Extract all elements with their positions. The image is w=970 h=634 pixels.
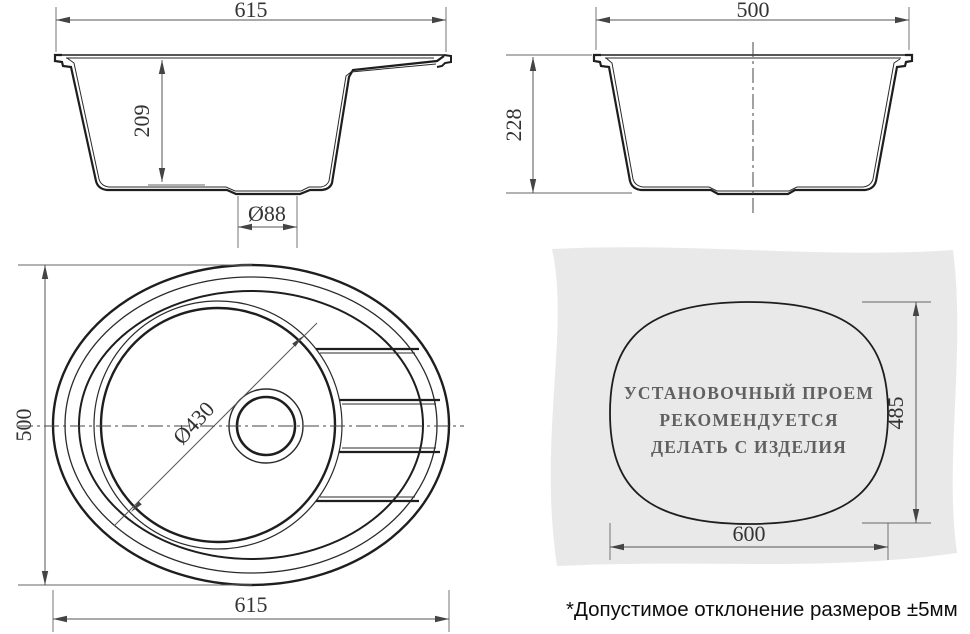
drainboard-ridge-detail-lines — [320, 352, 436, 498]
side-depth-extension-lines — [506, 54, 632, 194]
installation-cutout-view: УСТАНОВОЧНЫЙ ПРОЕМ РЕКОМЕНДУЕТСЯ ДЕЛАТЬ … — [550, 247, 958, 567]
bowl-diameter-dimension-line — [113, 322, 318, 527]
front-inner-contour — [66, 57, 437, 192]
front-outer-contour — [53, 53, 445, 196]
side-width-dimension-label: 500 — [737, 0, 770, 22]
front-drain-extension-lines — [237, 196, 298, 248]
top-inner-oval — [78, 290, 424, 560]
cutout-note-line3: ДЕЛАТЬ С ИЗДЕЛИЯ — [651, 437, 847, 457]
countertop-panel — [550, 247, 958, 567]
front-section-view: 615 209 Ø88 — [53, 0, 452, 248]
cutout-width-extension-lines — [609, 523, 889, 560]
top-middle-oval — [64, 276, 438, 574]
bowl-diameter-arrow-lower — [131, 501, 142, 512]
cutout-height-dimension-label: 485 — [883, 397, 908, 430]
cutout-height-extension-lines — [862, 301, 931, 524]
top-view: Ø430 500 615 — [11, 263, 464, 632]
tolerance-footnote: *Допустимое отклонение размеров ±5мм — [566, 598, 958, 621]
top-width-dimension-label: 615 — [235, 592, 268, 617]
top-width-extension-lines — [52, 590, 450, 632]
bowl-diameter-arrow-upper — [292, 336, 303, 347]
cutout-opening — [609, 301, 889, 525]
front-width-extension-lines — [55, 7, 447, 52]
top-height-dimension-label: 500 — [11, 409, 36, 442]
side-section-view: 500 228 — [501, 0, 914, 215]
front-depth-dimension-label: 209 — [129, 105, 154, 138]
front-right-lip — [436, 54, 452, 68]
cutout-note-line2: РЕКОМЕНДУЕТСЯ — [659, 410, 838, 430]
drainboard-ridges — [316, 347, 440, 503]
bowl-inner-circle — [99, 306, 337, 544]
cutout-note-line1: УСТАНОВОЧНЫЙ ПРОЕМ — [624, 383, 874, 403]
top-height-extension-lines — [18, 264, 252, 586]
bowl-diameter-dimension-label: Ø430 — [168, 396, 220, 449]
cutout-width-dimension-label: 600 — [733, 521, 766, 546]
bowl-outer-circle — [93, 300, 343, 550]
front-width-dimension-label: 615 — [235, 0, 268, 22]
front-drain-dimension-label: Ø88 — [248, 201, 286, 226]
side-width-extension-lines — [595, 7, 910, 50]
side-depth-dimension-label: 228 — [501, 109, 526, 142]
